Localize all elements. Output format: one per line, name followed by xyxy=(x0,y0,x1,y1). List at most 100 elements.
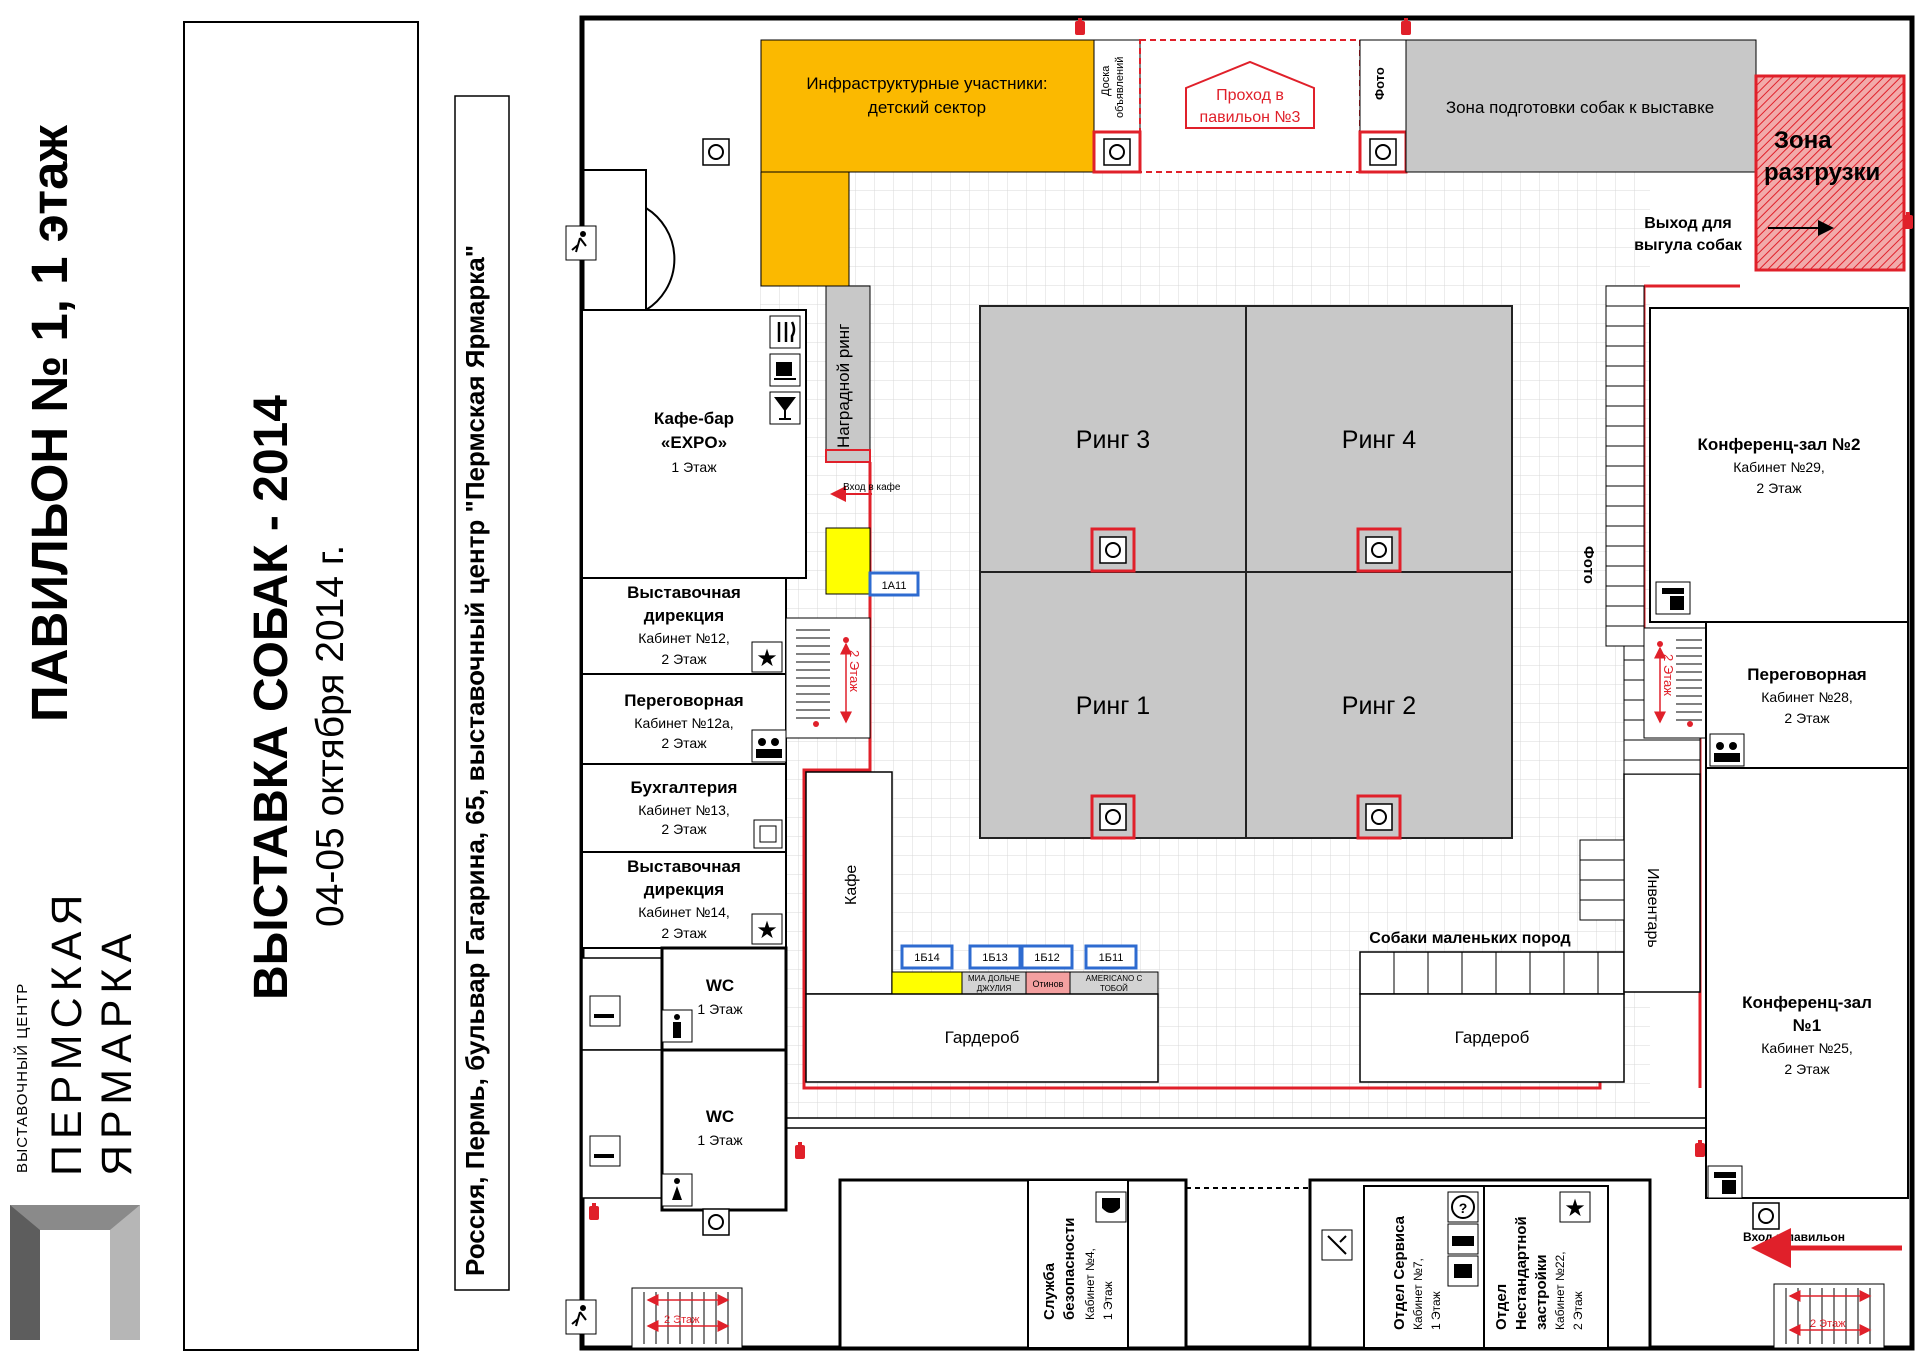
neg12-label-1: Переговорная xyxy=(624,691,743,710)
fork-knife-icon xyxy=(769,315,801,349)
stairs-bottom-right-label: 2 Этаж xyxy=(1810,1318,1846,1330)
acc-label-3: 2 Этаж xyxy=(661,821,707,837)
infra-label-1: Инфраструктурные участники: xyxy=(806,74,1047,93)
stand-1a11-label: 1А11 xyxy=(882,580,907,592)
stairs-right-label: 2 Этаж xyxy=(1661,654,1676,696)
inventory-block xyxy=(1579,639,1701,993)
prep-label: Зона подготовки собак к выставке xyxy=(1446,98,1714,117)
pavilion-title: ПАВИЛЬОН № 1, 1 этаж xyxy=(21,125,78,722)
logo-line-1: ПЕРМСКАЯ xyxy=(43,888,91,1176)
wardrobe-left xyxy=(805,993,1159,1083)
svg-text:★: ★ xyxy=(756,917,778,944)
prep-zone xyxy=(1405,39,1757,173)
title-frame xyxy=(183,21,419,1351)
svg-text:★: ★ xyxy=(1564,1195,1586,1222)
service-label-1: Отдел Сервиса xyxy=(1391,1215,1408,1330)
address-frame xyxy=(454,95,510,1291)
dir12-label-3: Кабинет №12, xyxy=(638,630,730,646)
americano-label-1: AMERICANO С xyxy=(1086,974,1143,983)
wc2-label-2: 1 Этаж xyxy=(697,1132,743,1148)
stairs-left-label: 2 Этаж xyxy=(847,650,862,692)
americano-label-2: ТОБОЙ xyxy=(1100,984,1128,993)
infra-label-2: детский сектор xyxy=(868,98,986,117)
security-label-4: 1 Этаж xyxy=(1101,1281,1115,1320)
dir12-label-1: Выставочная xyxy=(627,583,741,602)
passage-label-2: павильон №3 xyxy=(1200,109,1301,126)
passage-label-1: Проход в xyxy=(1216,87,1284,104)
conf1-label-1: Конференц-зал xyxy=(1742,993,1872,1012)
otinov-label: Отинов xyxy=(1033,979,1064,989)
neg12-label-3: 2 Этаж xyxy=(661,735,707,751)
neg28-label-2: Кабинет №28, xyxy=(1761,689,1853,705)
cafe-bar-label-2: «EXPO» xyxy=(661,433,727,452)
walk-label-1: Выход для xyxy=(1644,215,1732,232)
photo-top-label: Фото xyxy=(1372,67,1387,100)
conf2-label-2: Кабинет №29, xyxy=(1733,459,1825,475)
unload-label-2: разгрузки xyxy=(1764,159,1880,186)
ring-2 xyxy=(1245,571,1513,839)
star-icon: ★ xyxy=(751,913,783,945)
accounting-icon xyxy=(753,819,783,849)
custom-label-4: Кабинет №22, xyxy=(1553,1251,1567,1330)
unload-label-1: Зона xyxy=(1774,127,1832,154)
dir12-label-4: 2 Этаж xyxy=(661,651,707,667)
neg28-label-1: Переговорная xyxy=(1747,665,1866,684)
conf2-label-3: 2 Этаж xyxy=(1756,480,1802,496)
svg-text:★: ★ xyxy=(756,645,778,672)
security-label-3: Кабинет №4, xyxy=(1083,1248,1097,1320)
cafe-bar-label-3: 1 Этаж xyxy=(671,459,717,475)
cafe-small xyxy=(805,771,893,995)
conf1-label-3: Кабинет №25, xyxy=(1761,1040,1853,1056)
ring-2-label: Ринг 2 xyxy=(1342,692,1416,720)
ring-4-label: Ринг 4 xyxy=(1342,426,1417,454)
dir14-label-3: Кабинет №14, xyxy=(638,904,730,920)
dir12-label-2: дирекция xyxy=(644,606,724,625)
wc1-label-1: WC xyxy=(706,976,734,995)
custom-label-5: 2 Этаж xyxy=(1571,1291,1585,1330)
security-label-1: Служба xyxy=(1041,1262,1058,1320)
ring-3-label: Ринг 3 xyxy=(1076,426,1150,454)
cafe-bar-room xyxy=(581,309,807,579)
conference-icon xyxy=(1707,1165,1743,1199)
neg12-label-2: Кабинет №12а, xyxy=(634,715,733,731)
walk-label-2: выгула собак xyxy=(1634,237,1743,254)
small-breeds-stand xyxy=(1359,951,1625,995)
stairs-left: 2 Этаж xyxy=(785,617,871,739)
neg28-label-3: 2 Этаж xyxy=(1784,710,1830,726)
custom-label-2: Нестандартной xyxy=(1513,1216,1530,1330)
corridor-lines xyxy=(786,1117,1706,1129)
cocktail-icon xyxy=(769,391,801,425)
yellow-stand xyxy=(825,527,871,595)
conference-hall-1 xyxy=(1705,767,1909,1199)
stand-1b14-label: 1Б14 xyxy=(914,952,940,964)
smoking-left-2 xyxy=(581,1049,663,1199)
logo xyxy=(10,1205,140,1340)
svg-text:?: ? xyxy=(1459,1200,1468,1216)
dir14-label-4: 2 Этаж xyxy=(661,925,707,941)
acc-label-2: Кабинет №13, xyxy=(638,802,730,818)
cafe-bar-label-1: Кафе-бар xyxy=(654,409,734,428)
unload-zone xyxy=(1754,74,1906,272)
smoking-icon xyxy=(589,995,621,1027)
cafe-entry-label: Вход в кафе xyxy=(843,481,901,493)
printer-icon xyxy=(1447,1255,1479,1287)
stairs-right: 2 Этаж xyxy=(1643,627,1707,739)
dir14-label-1: Выставочная xyxy=(627,857,741,876)
acc-label-1: Бухгалтерия xyxy=(631,778,738,797)
service-label-2: Кабинет №7, xyxy=(1411,1258,1425,1330)
exhibition-title: ВЫСТАВКА СОБАК - 2014 xyxy=(245,395,298,1000)
dir14-label-2: дирекция xyxy=(644,880,724,899)
address-text: Россия, Пермь, бульвар Гагарина, 65, выс… xyxy=(460,244,490,1276)
help-icon: ? xyxy=(1447,1191,1479,1223)
wardrobe-right-label: Гардероб xyxy=(1455,1028,1530,1047)
mia-label-1: МИА ДОЛЬЧЕ xyxy=(968,974,1020,983)
right-stairs-strip xyxy=(1605,285,1645,647)
meeting-icon xyxy=(751,729,787,763)
stand-1b11-label: 1Б11 xyxy=(1099,952,1124,964)
board-label-2: объявлений xyxy=(1114,56,1126,118)
exit-icon xyxy=(565,225,597,261)
service-label-3: 1 Этаж xyxy=(1429,1291,1443,1330)
conf1-label-4: 2 Этаж xyxy=(1784,1061,1830,1077)
conference-icon xyxy=(1655,581,1691,615)
